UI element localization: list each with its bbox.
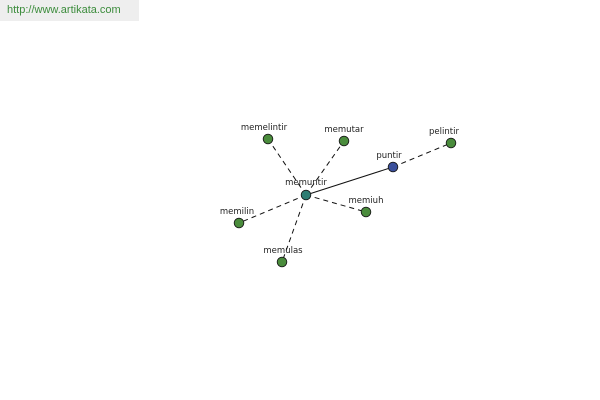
edge-memuntir-memiuh (305, 194, 367, 213)
nodes-layer (233, 133, 457, 268)
node-label-memulas[interactable]: memulas (263, 246, 303, 256)
node-label-memutar[interactable]: memutar (324, 125, 364, 135)
edge-memuntir-memilin (238, 194, 307, 224)
edge-memuntir-memulas (281, 194, 307, 263)
site-url-link[interactable]: http://www.artikata.com (7, 4, 121, 16)
node-memelintir[interactable] (262, 133, 274, 145)
node-memilin[interactable] (233, 217, 245, 229)
edge-memuntir-memutar (305, 140, 345, 196)
edges-layer (238, 138, 452, 263)
node-label-memuntir[interactable]: memuntir (285, 178, 327, 188)
node-label-memiuh[interactable]: memiuh (349, 196, 384, 206)
node-memulas[interactable] (276, 256, 288, 268)
labels-layer: memuntir puntir pelintir memelintir memutar m… (220, 123, 460, 256)
node-memuntir[interactable] (300, 189, 312, 201)
node-memutar[interactable] (338, 135, 350, 147)
edge-memuntir-memelintir (267, 138, 307, 196)
site-banner: http://www.artikata.com (0, 0, 139, 21)
node-label-pelintir[interactable]: pelintir (429, 127, 459, 137)
node-label-puntir[interactable]: puntir (376, 151, 402, 161)
node-memiuh[interactable] (360, 206, 372, 218)
node-puntir[interactable] (387, 161, 399, 173)
edge-memuntir-puntir (305, 166, 394, 196)
node-pelintir[interactable] (445, 137, 457, 149)
edge-puntir-pelintir (392, 142, 452, 168)
node-label-memelintir[interactable]: memelintir (241, 123, 288, 133)
node-label-memilin[interactable]: memilin (220, 207, 254, 217)
